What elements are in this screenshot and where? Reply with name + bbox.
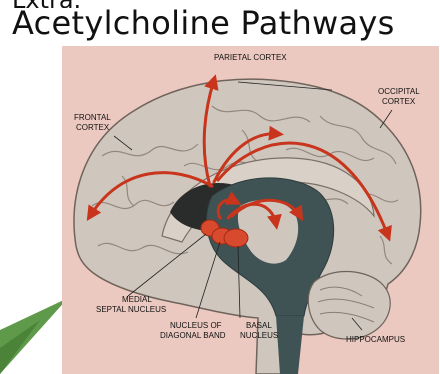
label-parietal-cortex: PARIETAL CORTEX bbox=[214, 53, 287, 62]
label-frontal-cortex-2: CORTEX bbox=[76, 123, 110, 132]
slide-title: Acetylcholine Pathways bbox=[12, 4, 395, 42]
label-frontal-cortex-1: FRONTAL bbox=[74, 113, 111, 122]
label-medial-septal-1: MEDIAL bbox=[122, 295, 152, 304]
brain-figure: PARIETAL CORTEX FRONTAL CORTEX OCCIPITAL… bbox=[62, 46, 439, 374]
cerebellum bbox=[308, 272, 390, 340]
label-diagonal-band-2: DIAGONAL BAND bbox=[160, 331, 226, 340]
basal-nucleus bbox=[224, 229, 248, 247]
label-basal-nucleus-1: BASAL bbox=[246, 321, 272, 330]
brain-diagram: PARIETAL CORTEX FRONTAL CORTEX OCCIPITAL… bbox=[62, 46, 439, 374]
label-diagonal-band-1: NUCLEUS OF bbox=[170, 321, 222, 330]
label-hippocampus: HIPPOCAMPUS bbox=[346, 335, 405, 344]
label-basal-nucleus-2: NUCLEUS bbox=[240, 331, 278, 340]
label-occipital-cortex-2: CORTEX bbox=[382, 97, 416, 106]
label-occipital-cortex-1: OCCIPITAL bbox=[378, 87, 420, 96]
label-medial-septal-2: SEPTAL NUCLEUS bbox=[96, 305, 166, 314]
